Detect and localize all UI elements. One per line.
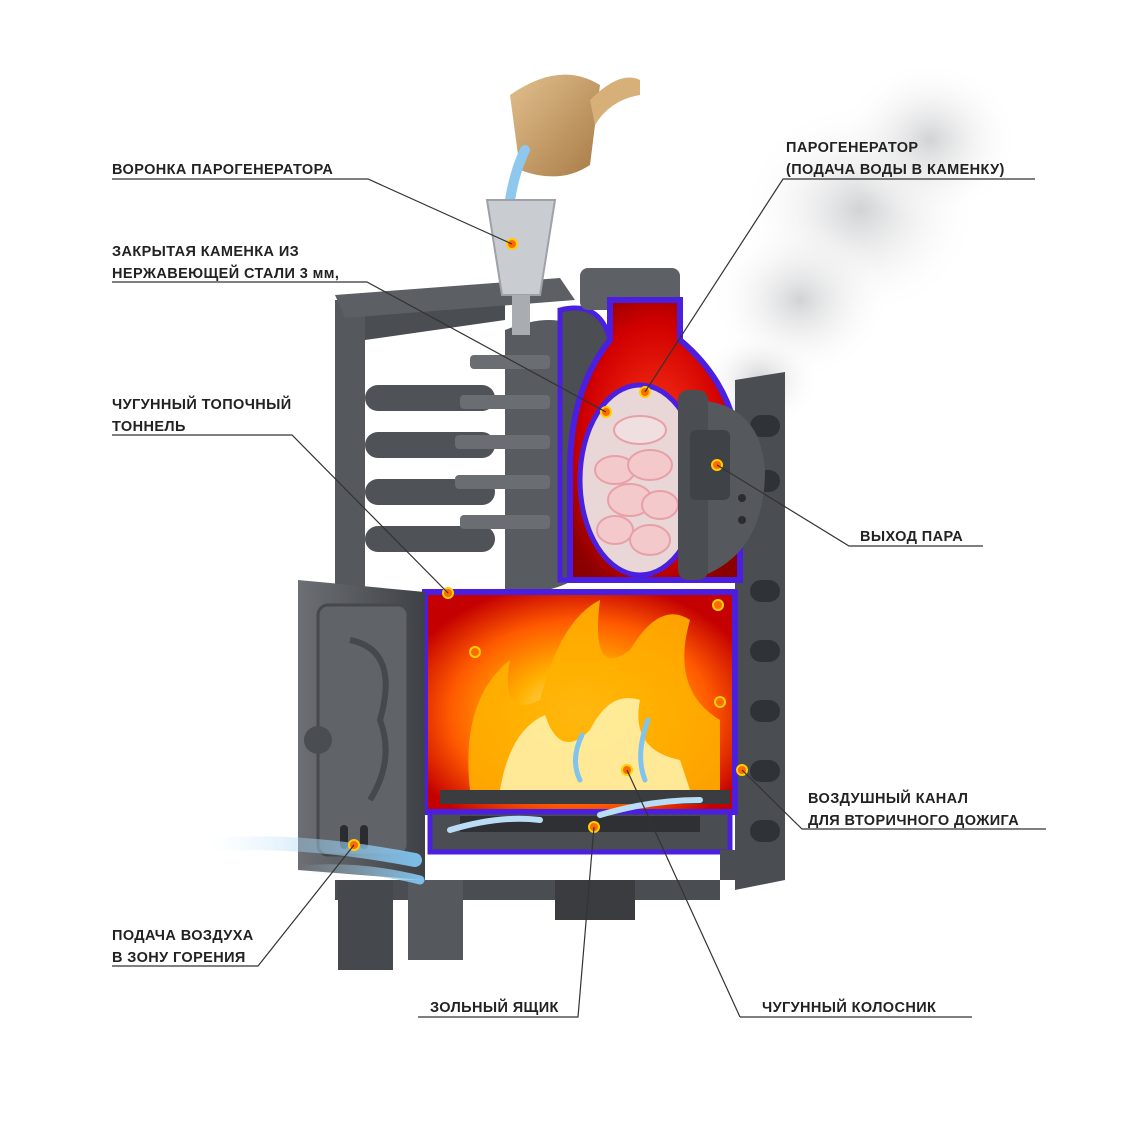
label-steam-generator-line2: (ПОДАЧА ВОДЫ В КАМЕНКУ) [786,162,1005,178]
callout-labels: ВОРОНКА ПАРОГЕНЕРАТОРА ПАРОГЕНЕРАТОР (ПО… [112,140,1019,1016]
funnel-icon [485,199,557,335]
leader-lines [112,178,1046,1018]
label-steam-generator-line1: ПАРОГЕНЕРАТОР [786,140,918,156]
air-arrow-icon [573,717,651,783]
marker-air-channel-1 [712,599,724,611]
steam-outlet-door [678,390,765,580]
label-air-supply-line2: В ЗОНУ ГОРЕНИЯ [112,950,246,966]
marker-funnel [506,238,518,250]
label-air-supply-line1: ПОДАЧА ВОЗДУХА [112,928,254,944]
label-air-channel-line2: ДЛЯ ВТОРИЧНОГО ДОЖИГА [808,813,1019,829]
water-ladle-icon [505,74,640,205]
label-closed-heater-line2: НЕРЖАВЕЮЩЕЙ СТАЛИ 3 мм, [112,264,339,282]
marker-air-channel-2 [714,696,726,708]
label-cast-tunnel-line2: ТОННЕЛЬ [112,419,186,435]
label-ash-box: ЗОЛЬНЫЙ ЯЩИК [430,998,559,1016]
label-closed-heater-line1: ЗАКРЫТАЯ КАМЕНКА ИЗ [112,244,299,260]
label-cast-tunnel-line1: ЧУГУННЫЙ ТОПОЧНЫЙ [112,395,292,413]
label-air-channel-line1: ВОЗДУШНЫЙ КАНАЛ [808,789,968,807]
stones-icon [594,415,679,556]
air-supply-arrows [203,797,703,885]
firebox-door [298,580,425,880]
firebox [422,589,738,855]
marker-firebox [469,646,481,658]
label-steam-outlet: ВЫХОД ПАРА [860,529,963,545]
label-grate: ЧУГУННЫЙ КОЛОСНИК [762,998,936,1016]
stove-base [335,850,785,970]
label-funnel: ВОРОНКА ПАРОГЕНЕРАТОРА [112,162,333,178]
